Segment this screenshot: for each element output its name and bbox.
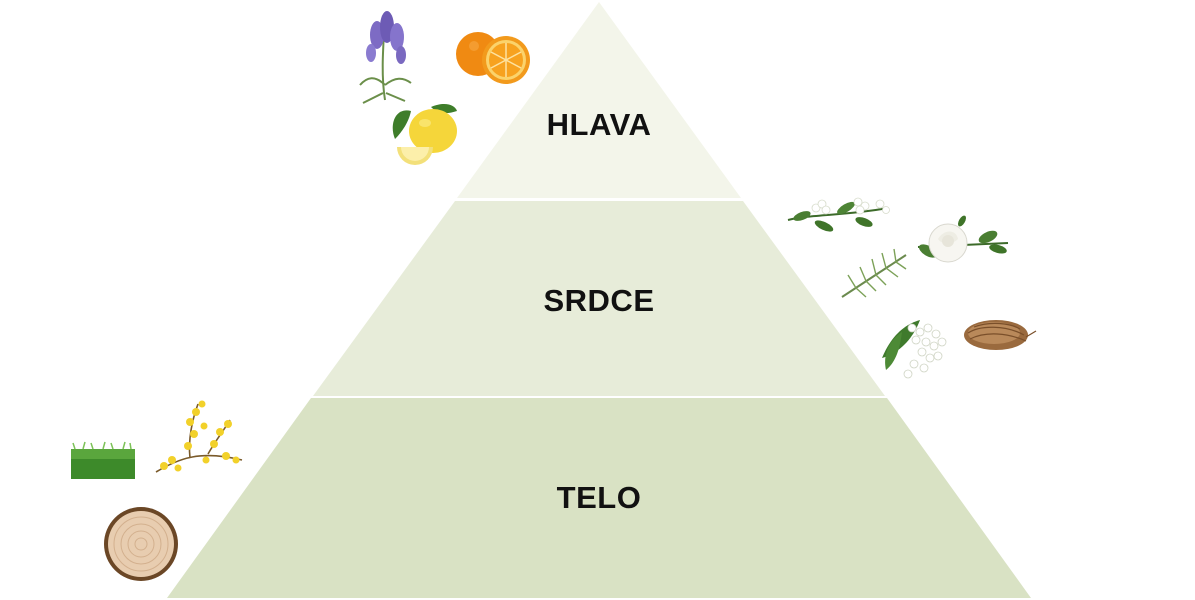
yellow-blossom-icon xyxy=(155,400,243,473)
tier-base-shape xyxy=(167,398,1031,598)
wood-slice-icon xyxy=(104,507,178,581)
white-rose-icon xyxy=(917,215,1009,263)
tier-top-label: HLAVA xyxy=(547,107,652,142)
orange-icon xyxy=(456,32,530,84)
tier-top-shape xyxy=(457,2,741,198)
lavender-icon xyxy=(359,11,412,104)
lily-of-the-valley-icon xyxy=(882,320,947,379)
pine-sprig-icon xyxy=(841,248,907,298)
pyramid xyxy=(167,2,1031,598)
tier-middle-label: SRDCE xyxy=(543,283,654,318)
grass-patch-icon xyxy=(71,441,135,479)
lemon-icon xyxy=(392,104,457,165)
tier-base-label: TELO xyxy=(557,480,642,515)
tier-middle-shape xyxy=(313,201,885,396)
root-bundle-icon xyxy=(964,320,1037,350)
jasmine-icon xyxy=(787,197,890,232)
